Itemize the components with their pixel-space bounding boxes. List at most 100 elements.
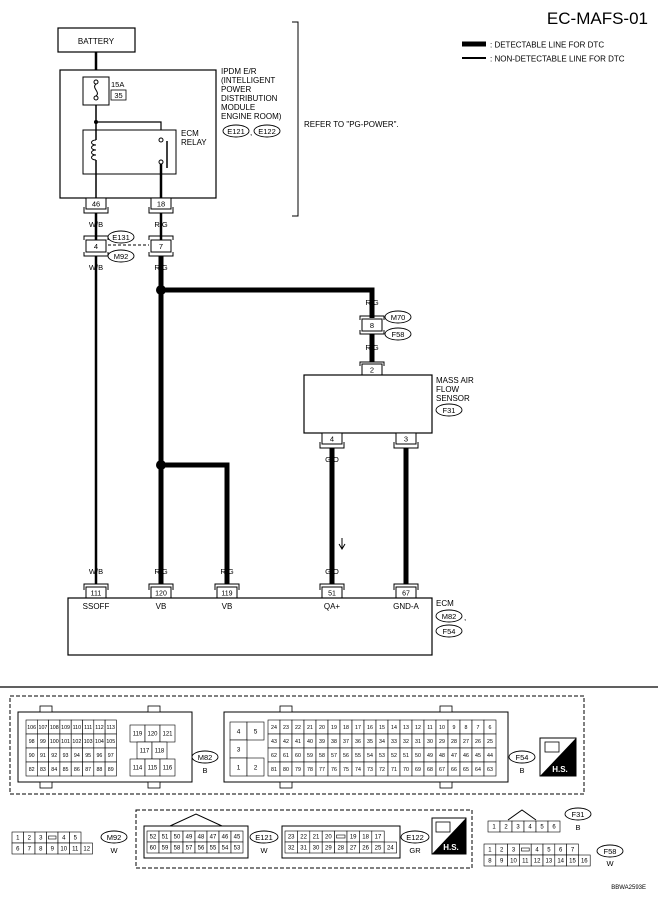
- ipdm-label-2: (INTELLIGENT: [221, 76, 275, 85]
- relay-coil-icon: [91, 139, 97, 161]
- blank-cavity-marker: [521, 847, 530, 852]
- relay-label-1: ECM: [181, 129, 199, 138]
- pin-number: 5: [540, 825, 544, 831]
- pin-number: 4: [535, 848, 539, 854]
- ecm-block: W/B R/G R/G G/O B 111 120 119 51 67 SSOF…: [67, 567, 466, 656]
- pin-number: 27: [463, 739, 469, 745]
- pin-number: 19: [331, 725, 337, 731]
- pin-cell: [547, 820, 561, 833]
- pin-number: 32: [288, 846, 295, 852]
- pin-number: 86: [74, 767, 80, 773]
- pin-number: 17: [375, 835, 382, 841]
- blank-cavity-marker: [48, 835, 57, 840]
- wire-label-go-1: G/O: [325, 455, 339, 464]
- pin-cell: [246, 721, 265, 741]
- battery-block: BATTERY: [57, 27, 136, 70]
- pin-number: 95: [85, 753, 91, 759]
- joint2-pin-8: 8: [370, 321, 374, 330]
- pin-number: 57: [186, 846, 193, 852]
- wire-label-rg-4: R/G: [365, 343, 379, 352]
- joint2-pin-box-8: [361, 318, 383, 332]
- pin-number: 54: [222, 846, 229, 852]
- pin-number: 1: [16, 836, 20, 842]
- pin-number: 25: [375, 846, 382, 852]
- pin-number: 55: [210, 846, 217, 852]
- pin-number: 24: [387, 846, 394, 852]
- pin-number: 26: [475, 739, 481, 745]
- ipdm-pins: 46 18: [83, 197, 174, 214]
- joint1-connector-m92: M92: [114, 252, 129, 261]
- pin-number: 17: [355, 725, 361, 731]
- pin-number: 59: [162, 846, 169, 852]
- pin-number: 6: [559, 848, 563, 854]
- pin-number: 104: [95, 739, 104, 745]
- refer-bracket: REFER TO "PG-POWER".: [292, 21, 399, 217]
- m82-latch-right: [147, 705, 161, 713]
- pin-number: 3: [39, 836, 43, 842]
- pin-number: 93: [63, 753, 69, 759]
- pin-number: 23: [283, 725, 289, 731]
- pin-number: 26: [362, 846, 369, 852]
- pin-number: 53: [234, 846, 241, 852]
- pin-number: 43: [271, 739, 277, 745]
- ecm-label: ECM: [436, 599, 454, 608]
- ipdm-label-3: POWER: [221, 85, 251, 94]
- relay-label-2: RELAY: [181, 138, 207, 147]
- pin-number: 16: [581, 859, 588, 865]
- pin-number: 55: [355, 753, 361, 759]
- battery-box: [57, 27, 136, 53]
- pin-number: 74: [355, 767, 361, 773]
- ecm-connector-sep: ,: [464, 613, 466, 622]
- joint-connector-m70-f58: R/G 8 M70 F58 R/G: [359, 298, 412, 362]
- m82-id: M82: [198, 753, 213, 762]
- ecm-connector-tag-m82: [435, 609, 463, 623]
- pin-number: 22: [295, 725, 301, 731]
- fuse-icon: [94, 83, 98, 97]
- pin-number: 83: [40, 767, 46, 773]
- wire-label-b-1: B: [403, 455, 408, 464]
- ecm-pin-119: 119: [221, 591, 232, 598]
- pin-number: 35: [367, 739, 373, 745]
- joint2-connector-m70: M70: [391, 313, 406, 322]
- pin-number: 7: [28, 847, 32, 853]
- ecm-pin-bracket-67: [393, 583, 419, 590]
- maf-pin-box-4: [321, 432, 343, 445]
- pin-number: 90: [29, 753, 35, 759]
- pin-number: 67: [439, 767, 445, 773]
- wire-label-b-2: B: [403, 567, 408, 576]
- pin-number: 69: [415, 767, 421, 773]
- ipdm-label-6: ENGINE ROOM): [221, 112, 282, 121]
- f31-key: [507, 809, 537, 821]
- pin-cell: [483, 761, 497, 777]
- pin-cell: [383, 841, 397, 854]
- pin-number: 53: [379, 753, 385, 759]
- m92-id: M92: [107, 833, 122, 842]
- legend-non-detectable-label: : NON-DETECTABLE LINE FOR DTC: [490, 55, 625, 64]
- pin-number: 6: [489, 725, 492, 731]
- ipdm-label-5: MODULE: [221, 103, 255, 112]
- ipdm-connector-tag-1: [222, 124, 250, 138]
- ipdm-connector-tag-2: [253, 124, 281, 138]
- pin-number: 100: [50, 739, 59, 745]
- ecm-pin-bracket-111: [83, 583, 109, 590]
- wire-label-rg-1: R/G: [154, 220, 168, 229]
- pin-number: 51: [162, 835, 169, 841]
- f54-latch-bottom-right: [439, 781, 453, 789]
- m82-tag: [191, 750, 219, 764]
- pin-number: 47: [451, 753, 457, 759]
- m92-tag: [100, 830, 128, 844]
- pin-number: 62: [271, 753, 277, 759]
- pin-number: 5: [254, 728, 258, 735]
- blank-cavity-marker: [336, 834, 346, 839]
- pin-number: 50: [174, 835, 181, 841]
- pin-number: 12: [415, 725, 421, 731]
- pin-number: 22: [300, 835, 307, 841]
- pin-number: 59: [307, 753, 313, 759]
- pin-number: 54: [367, 753, 373, 759]
- pin-number: 84: [51, 767, 57, 773]
- pin-number: 64: [475, 767, 481, 773]
- image-code: BBWA2593E: [611, 885, 646, 891]
